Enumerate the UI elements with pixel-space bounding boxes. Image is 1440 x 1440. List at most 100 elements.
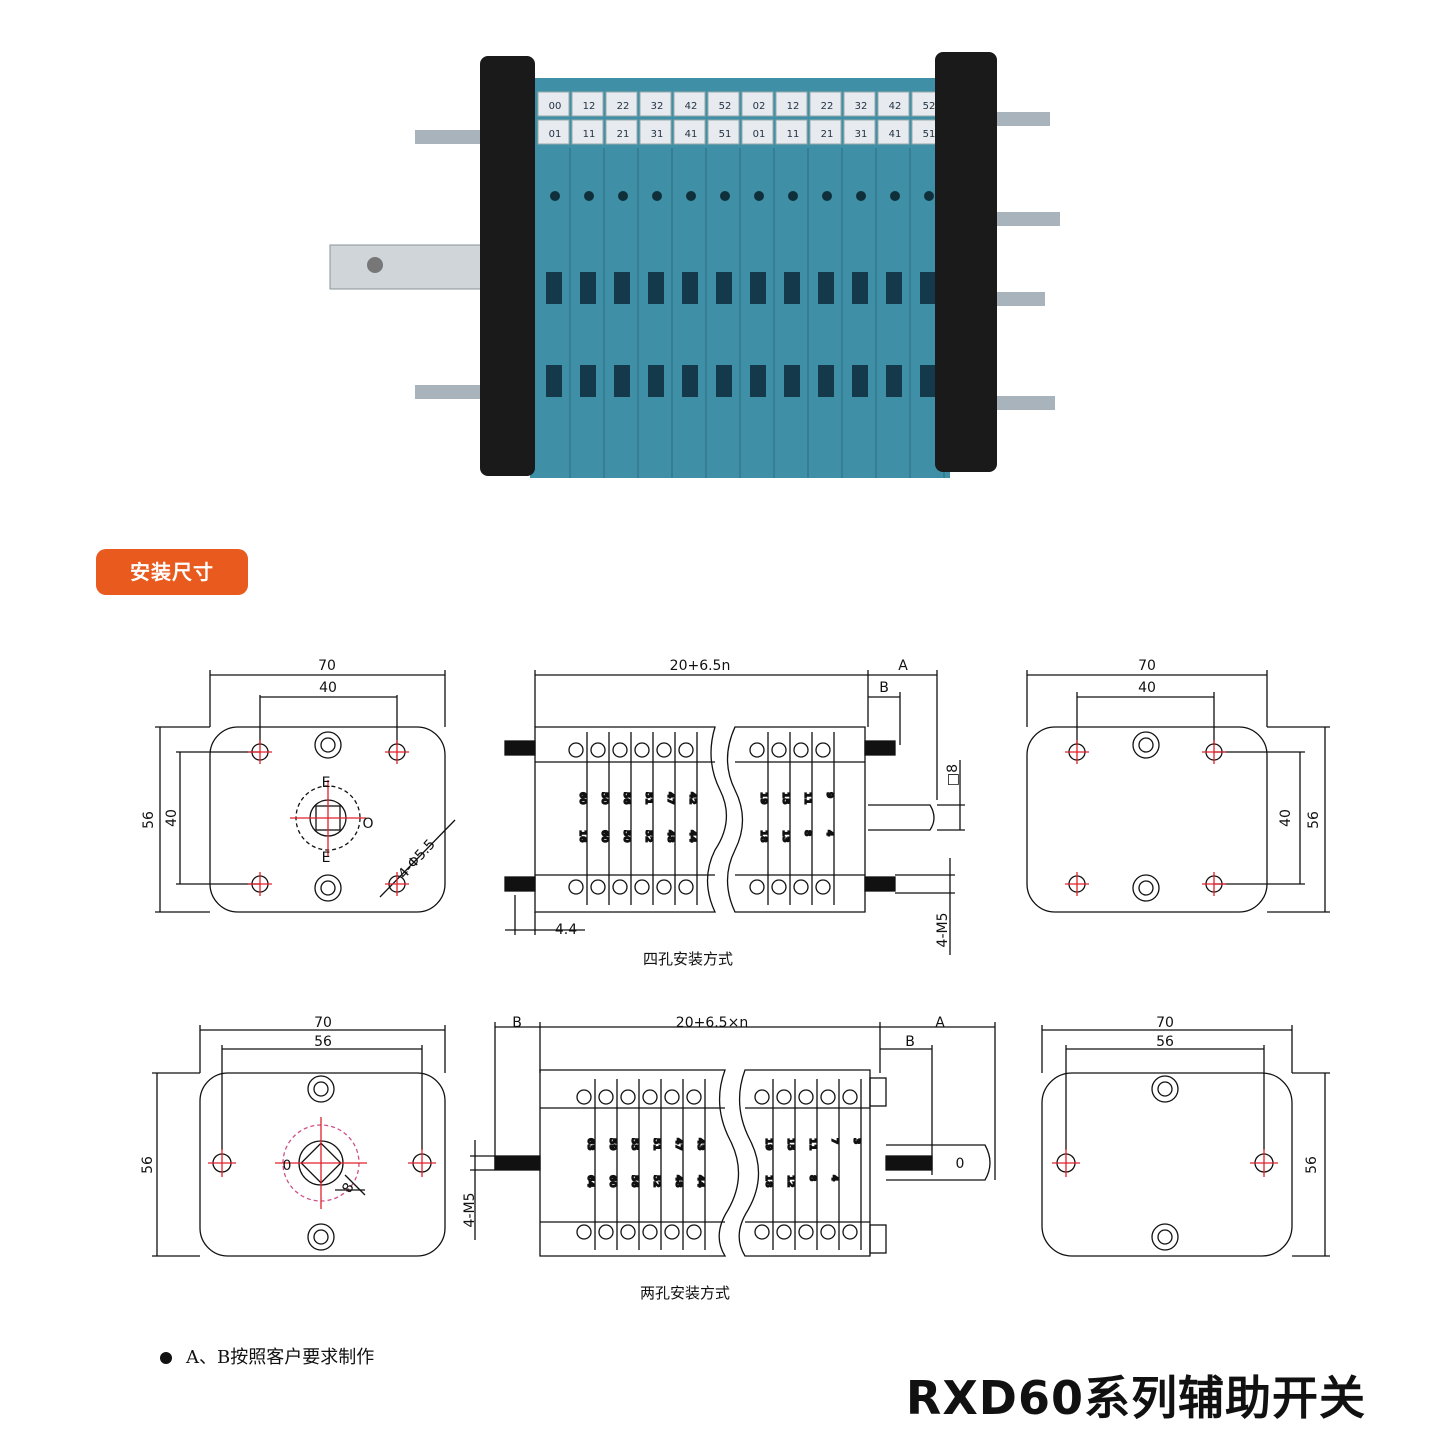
dim-b: B — [879, 680, 889, 696]
two-hole-caption: 两孔安装方式 — [640, 1284, 731, 1302]
terminal-screw — [776, 1089, 792, 1105]
terminal-number: 4 — [824, 830, 834, 836]
terminal-number: 56 — [621, 792, 631, 805]
terminal-screw — [612, 879, 628, 895]
terminal-number: 51 — [643, 792, 653, 805]
terminal-screw — [754, 1089, 770, 1105]
terminal-number: 48 — [673, 1175, 683, 1188]
terminal-label: 02 — [753, 101, 766, 112]
section-badge: 安装尺寸 — [96, 549, 248, 595]
terminal-screw — [656, 742, 672, 758]
terminal-screw — [664, 1224, 680, 1240]
four-hole-rear-view — [1026, 670, 1330, 913]
mark-e-bottom: E — [322, 850, 331, 866]
terminal-number: 64 — [585, 1175, 595, 1188]
terminal-screw — [771, 742, 787, 758]
terminal-number: 16 — [577, 830, 587, 843]
svg-text:70: 70 — [1138, 658, 1156, 674]
svg-text:56: 56 — [314, 1034, 332, 1050]
svg-text:56: 56 — [1156, 1034, 1174, 1050]
threaded-rods — [415, 112, 1060, 410]
terminal-label: 32 — [651, 101, 664, 112]
terminal-screw — [686, 1089, 702, 1105]
terminal-number: 43 — [695, 1138, 705, 1151]
dim-length: 20+6.5n — [670, 658, 731, 674]
terminal-number: 47 — [665, 792, 675, 805]
terminal-number: 12 — [785, 1175, 795, 1188]
terminal-screw — [749, 742, 765, 758]
svg-text:56: 56 — [1304, 1156, 1320, 1174]
svg-text:B: B — [905, 1034, 915, 1050]
dim-offset: 4.4 — [555, 922, 577, 938]
dimension-labels: 70 40 56 40 4-Φ5.5 E O E 20+6.5n A B □8 … — [140, 658, 1322, 1227]
left-frame — [480, 56, 535, 476]
terminal-number: 51 — [651, 1138, 661, 1151]
terminal-number: 56 — [629, 1175, 639, 1188]
dim-shaft: □8 — [945, 764, 961, 786]
two-hole-front-view — [152, 1025, 446, 1257]
terminal-label: 52 — [923, 101, 936, 112]
terminal-label: 51 — [719, 129, 732, 140]
terminal-screw — [686, 1224, 702, 1240]
terminal-screw — [798, 1089, 814, 1105]
terminal-number: 50 — [621, 830, 631, 843]
terminal-label: 41 — [685, 129, 698, 140]
terminal-screw — [656, 879, 672, 895]
two-hole-rear-view — [1041, 1025, 1330, 1257]
terminal-number: 3 — [851, 1138, 861, 1144]
dim-hole-h: 40 — [319, 680, 337, 696]
terminal-label: 22 — [821, 101, 834, 112]
terminal-label: 51 — [923, 129, 936, 140]
terminal-screw — [642, 1089, 658, 1105]
terminal-screw — [678, 742, 694, 758]
four-hole-caption: 四孔安装方式 — [643, 950, 734, 968]
terminal-screw — [776, 1224, 792, 1240]
terminal-label: 32 — [855, 101, 868, 112]
svg-text:4-M5: 4-M5 — [462, 1193, 478, 1228]
terminal-screw — [642, 1224, 658, 1240]
terminal-screw — [576, 1224, 592, 1240]
terminal-screw — [590, 742, 606, 758]
right-frame — [935, 52, 997, 472]
svg-text:A: A — [935, 1015, 945, 1031]
terminal-label: 21 — [617, 129, 630, 140]
terminal-screw — [598, 1224, 614, 1240]
terminal-label: 00 — [549, 101, 562, 112]
terminal-number: 15 — [785, 1138, 795, 1151]
customer-note: A、B按照客户要求制作 — [160, 1343, 374, 1369]
terminal-number: 44 — [695, 1175, 705, 1188]
terminal-label: 22 — [617, 101, 630, 112]
bullet-icon — [160, 1352, 172, 1364]
terminal-number: 7 — [829, 1138, 839, 1144]
terminal-number: 48 — [665, 830, 675, 843]
terminal-number: 8 — [802, 830, 812, 836]
dim-hole-note: 4-Φ5.5 — [395, 836, 439, 882]
dim-height: 56 — [141, 811, 157, 829]
terminal-label: 41 — [889, 129, 902, 140]
terminal-number: 63 — [585, 1138, 595, 1151]
terminal-label: 11 — [583, 129, 596, 140]
dim-hole-v: 40 — [164, 809, 180, 827]
terminal-number: 42 — [687, 792, 697, 805]
mark-o: O — [362, 816, 373, 832]
terminal-screw — [598, 1089, 614, 1105]
product-title: RXD60系列辅助开关 — [905, 1371, 1366, 1425]
terminal-number: 13 — [780, 830, 790, 843]
terminal-label: 12 — [787, 101, 800, 112]
svg-text:B: B — [512, 1015, 522, 1031]
terminal-number: 8 — [807, 1175, 817, 1181]
terminal-label: 11 — [787, 129, 800, 140]
terminal-screw — [620, 1089, 636, 1105]
dim-width: 70 — [318, 658, 336, 674]
terminal-screw — [820, 1224, 836, 1240]
terminal-number: 11 — [802, 792, 812, 805]
terminal-screw — [590, 879, 606, 895]
terminal-label: 21 — [821, 129, 834, 140]
terminal-label: 31 — [855, 129, 868, 140]
terminal-number: 9 — [824, 792, 834, 798]
terminal-number: 50 — [599, 792, 609, 805]
terminal-number: 18 — [758, 830, 768, 843]
